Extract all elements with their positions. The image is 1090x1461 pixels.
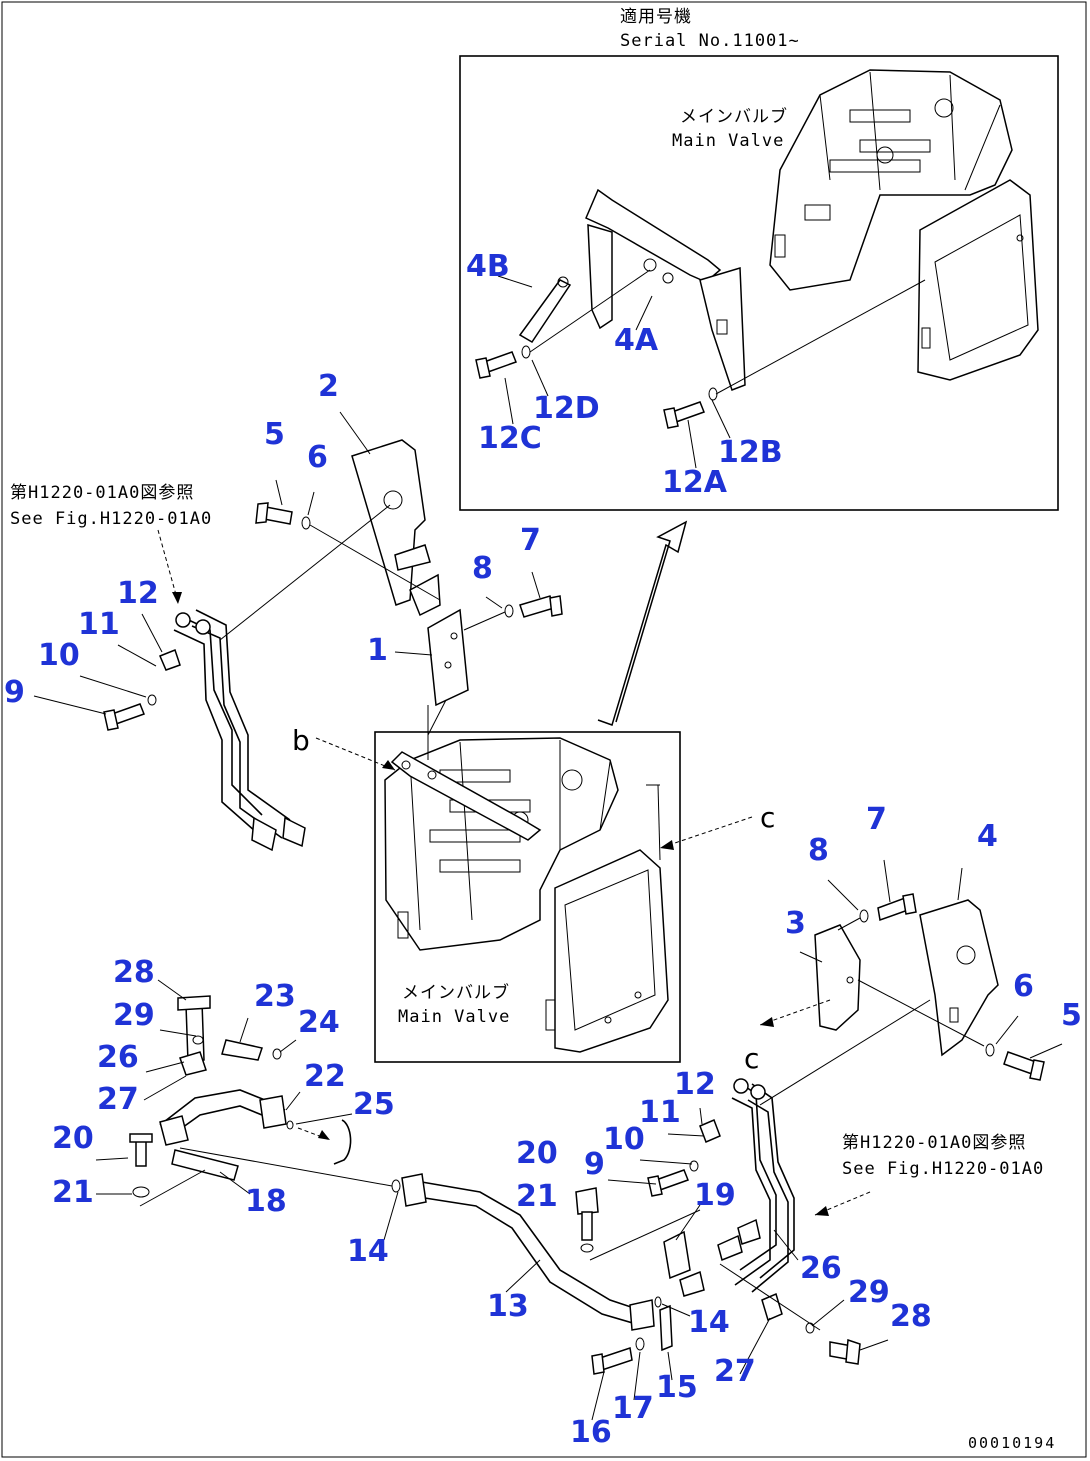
bolt-7-upper	[394, 571, 563, 656]
callout-c-12b: 12B	[718, 435, 783, 470]
callout-c-15: 15	[656, 1370, 698, 1405]
callout-c-11a: 11	[78, 607, 120, 642]
callout-c-19: 19	[694, 1178, 736, 1213]
callout-c-7a: 7	[520, 523, 541, 558]
main-valve-label-jp-center: メインバルブ	[402, 982, 510, 1003]
main-valve-label-en-center: Main Valve	[398, 1007, 510, 1027]
callout-c-8a: 8	[472, 551, 493, 586]
inset-detail-serial-11001: 適用号機 Serial No.11001~ メインバルブ Main Valve	[459, 7, 1059, 511]
callout-c-3: 3	[785, 906, 806, 941]
callout-c-9a: 9	[4, 675, 25, 710]
callout-c-25: 25	[353, 1087, 395, 1122]
lower-linkage-rod-13	[383, 1173, 701, 1421]
bolt-12c-inset	[475, 345, 531, 379]
callout-c-28b: 28	[890, 1299, 932, 1334]
callout-c-26a: 26	[97, 1040, 139, 1075]
pedal-rod-right: 第H1220-01A0図参照 See Fig.H1220-01A0	[607, 999, 1044, 1375]
drawing-code: 00010194	[968, 1434, 1056, 1452]
callout-c-9b: 9	[584, 1147, 605, 1182]
callout-c-10a: 10	[38, 638, 80, 673]
callout-c-7b: 7	[866, 802, 887, 837]
callout-c-12b1: 12	[674, 1067, 716, 1102]
serial-label-jp: 適用号機	[620, 7, 692, 27]
callout-c-28a: 28	[113, 955, 155, 990]
callout-c-26b: 26	[800, 1251, 842, 1286]
callout-c-12a: 12A	[662, 465, 728, 500]
callout-c-8b: 8	[808, 833, 829, 868]
callout-c-24: 24	[298, 1005, 340, 1040]
serial-label-en: Serial No.11001~	[620, 31, 800, 51]
callout-c-23: 23	[254, 979, 296, 1014]
view-letter-c-upper: c	[760, 801, 775, 834]
callout-c-2: 2	[318, 369, 339, 404]
callout-c-29a: 29	[113, 998, 155, 1033]
center-main-valve-group: メインバルブ Main Valve b c	[292, 724, 775, 1063]
inset-frame	[459, 55, 1059, 511]
pedal-bracket-left	[351, 439, 469, 760]
ref-right-en: See Fig.H1220-01A0	[842, 1159, 1044, 1179]
callout-c-29b: 29	[848, 1275, 890, 1310]
bolt-12a-inset	[663, 387, 718, 429]
callout-c-17: 17	[612, 1391, 654, 1426]
callout-c-21a: 21	[52, 1175, 94, 1210]
callout-c-4: 4	[977, 819, 998, 854]
callout-c-4b: 4B	[466, 249, 510, 284]
ref-left-en: See Fig.H1220-01A0	[10, 509, 212, 529]
callout-c-21b: 21	[516, 1179, 558, 1214]
callout-c-12d: 12D	[533, 391, 600, 426]
main-valve-body-inset	[769, 69, 1013, 291]
view-letter-b: b	[292, 724, 310, 757]
callout-c-12a1: 12	[117, 576, 159, 611]
callout-c-5b: 5	[1061, 998, 1082, 1033]
callout-c-6a: 6	[307, 440, 328, 475]
callout-c-6b: 6	[1013, 969, 1034, 1004]
callout-c-4a: 4A	[614, 323, 659, 358]
main-valve-body-center	[384, 737, 619, 951]
ref-right-jp: 第H1220-01A0図参照	[842, 1133, 1026, 1153]
callout-c-13: 13	[487, 1289, 529, 1324]
pedal-bracket-right: c	[744, 859, 1063, 1081]
valve-cover-center	[545, 849, 669, 1053]
callout-c-27a: 27	[97, 1082, 139, 1117]
center-valve-frame	[374, 731, 681, 1063]
view-letter-c-lower: c	[744, 1042, 759, 1075]
callout-c-5a: 5	[264, 417, 285, 452]
callout-c-22: 22	[304, 1059, 346, 1094]
callout-c-12c: 12C	[478, 421, 542, 456]
pedal-rod-left: 第H1220-01A0図参照 See Fig.H1220-01A0	[10, 483, 391, 852]
callout-c-20b: 20	[516, 1136, 558, 1171]
main-valve-label-jp-inset: メインバルブ	[680, 106, 788, 127]
main-valve-label-en-inset: Main Valve	[672, 131, 784, 151]
callout-c-14a: 14	[347, 1234, 389, 1269]
callout-c-27b: 27	[714, 1354, 756, 1389]
valve-cover-bracket-inset	[917, 179, 1039, 381]
callout-c-20a: 20	[52, 1121, 94, 1156]
callout-c-14b: 14	[688, 1305, 730, 1340]
callout-c-18: 18	[245, 1184, 287, 1219]
lower-linkage-left	[95, 979, 393, 1207]
bolt-5-upper	[255, 411, 441, 601]
front-bracket-inset	[585, 188, 746, 391]
bolt-4b-inset	[518, 276, 572, 344]
callout-c-16: 16	[570, 1415, 612, 1450]
ref-left-jp: 第H1220-01A0図参照	[10, 483, 194, 503]
detail-arrow	[597, 520, 688, 726]
callout-c-1: 1	[367, 633, 388, 668]
callout-c-11b: 11	[639, 1095, 681, 1130]
callout-c-10b: 10	[603, 1122, 645, 1157]
